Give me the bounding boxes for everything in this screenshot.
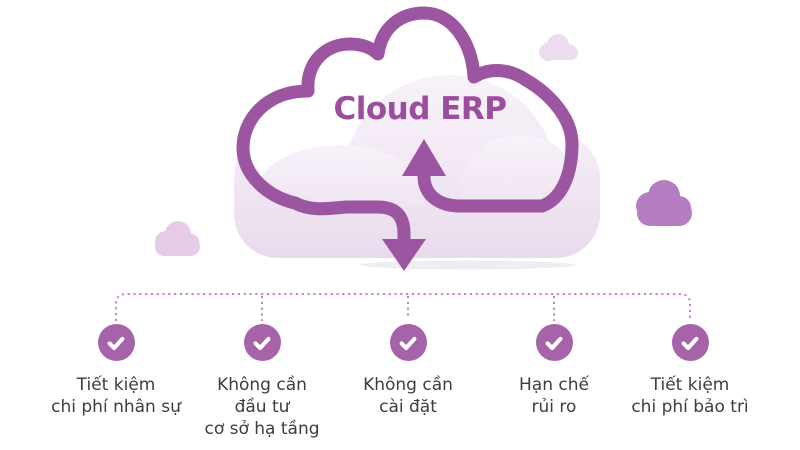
benefit-item-3: Không cần cài đặt [333, 324, 483, 418]
check-icon [97, 324, 135, 361]
benefit-label: Không cần cài đặt [363, 375, 453, 417]
check-icon [243, 324, 281, 361]
check-icon [535, 324, 573, 361]
cloud-small-top-right-icon [539, 34, 578, 61]
check-icon [389, 324, 427, 361]
benefit-item-2: Không cần đầu tư cơ sở hạ tầng [187, 324, 337, 440]
cloud-shadow [360, 260, 576, 270]
benefit-item-5: Tiết kiệm chi phí bảo trì [615, 324, 765, 418]
cloud-erp-title: Cloud ERP [334, 91, 507, 127]
cloud-small-left-icon [155, 221, 200, 256]
dotted-connector [115, 293, 691, 321]
benefit-label: Tiết kiệm chi phí bảo trì [631, 375, 749, 417]
benefit-label: Không cần đầu tư cơ sở hạ tầng [204, 375, 320, 439]
benefit-label: Tiết kiệm chi phí nhân sự [51, 375, 181, 417]
check-icon [671, 324, 709, 361]
benefit-item-4: Hạn chế rủi ro [479, 324, 629, 418]
arrow-up-icon [402, 139, 446, 176]
arrow-down-icon [382, 239, 426, 271]
inner-cloud-shading [255, 75, 572, 206]
cloud-medium-right-icon [636, 180, 692, 226]
benefit-item-1: Tiết kiệm chi phí nhân sự [41, 324, 191, 418]
benefit-label: Hạn chế rủi ro [519, 375, 589, 417]
cloud-icon [236, 6, 579, 250]
